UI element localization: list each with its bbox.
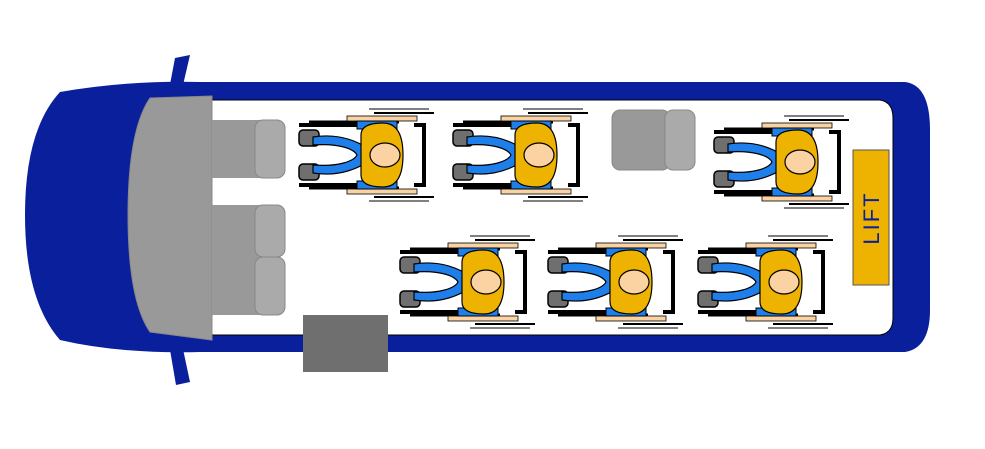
front-seat-passenger	[212, 204, 286, 316]
front-seat-driver	[212, 119, 286, 179]
side-step	[303, 315, 388, 372]
lift-platform	[852, 149, 890, 286]
dashboard	[127, 95, 213, 341]
rear-seat	[611, 109, 696, 171]
lift-label: LIFT	[859, 191, 884, 244]
mirror-left	[168, 55, 190, 98]
mirror-right	[168, 335, 190, 385]
